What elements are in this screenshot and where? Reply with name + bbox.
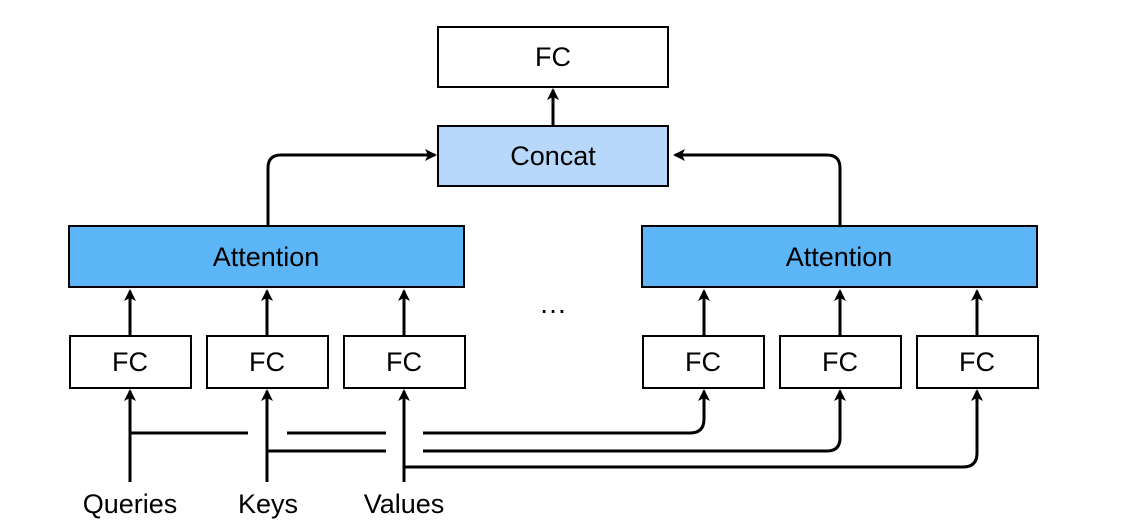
fc-right-keys-block: FC [779, 335, 902, 389]
attention-right-box [641, 225, 1038, 288]
fc-right-values-box [916, 335, 1039, 389]
fc-left-values-box [343, 335, 466, 389]
queries-label: Queries [83, 489, 178, 519]
output-fc-box [437, 26, 669, 88]
output-fc-label: FC [535, 42, 571, 72]
concat-label: Concat [510, 141, 596, 171]
concat-block: Concat [437, 125, 669, 187]
attention-right-label: Attention [786, 242, 893, 272]
fc-right-queries-label: FC [685, 347, 721, 377]
fc-right-queries-block: FC [642, 335, 765, 389]
attention-left-box [68, 225, 465, 288]
fc-left-values-block: FC [343, 335, 466, 389]
output-fc-block: FC [437, 26, 669, 88]
fc-left-keys-label: FC [249, 347, 285, 377]
fc-left-values-label: FC [386, 347, 422, 377]
fc-left-queries-block: FC [69, 335, 192, 389]
fc-right-values-label: FC [959, 347, 995, 377]
wire-keys-to-right-fc [267, 391, 840, 453]
fc-left-keys-box [206, 335, 329, 389]
concat-box [437, 125, 669, 187]
fc-right-keys-box [779, 335, 902, 389]
fc-left-keys-block: FC [206, 335, 329, 389]
values-label: Values [364, 489, 445, 519]
attention-left-label: Attention [213, 242, 320, 272]
wire-values-to-right-fc [404, 389, 983, 469]
attention-right-block: Attention [641, 225, 1038, 288]
fc-left-queries-label: FC [112, 347, 148, 377]
arrow-right-attention-to-concat [673, 149, 842, 226]
wire-queries-to-right-fc [130, 391, 704, 435]
fc-right-values-block: FC [916, 335, 1039, 389]
connections [124, 88, 983, 482]
fc-right-queries-box [642, 335, 765, 389]
fc-left-queries-box [69, 335, 192, 389]
fc-right-keys-label: FC [822, 347, 858, 377]
heads-ellipsis: … [539, 288, 569, 319]
attention-left-block: Attention [68, 225, 465, 288]
keys-label: Keys [238, 489, 298, 519]
arrow-left-attention-to-concat [266, 149, 437, 226]
